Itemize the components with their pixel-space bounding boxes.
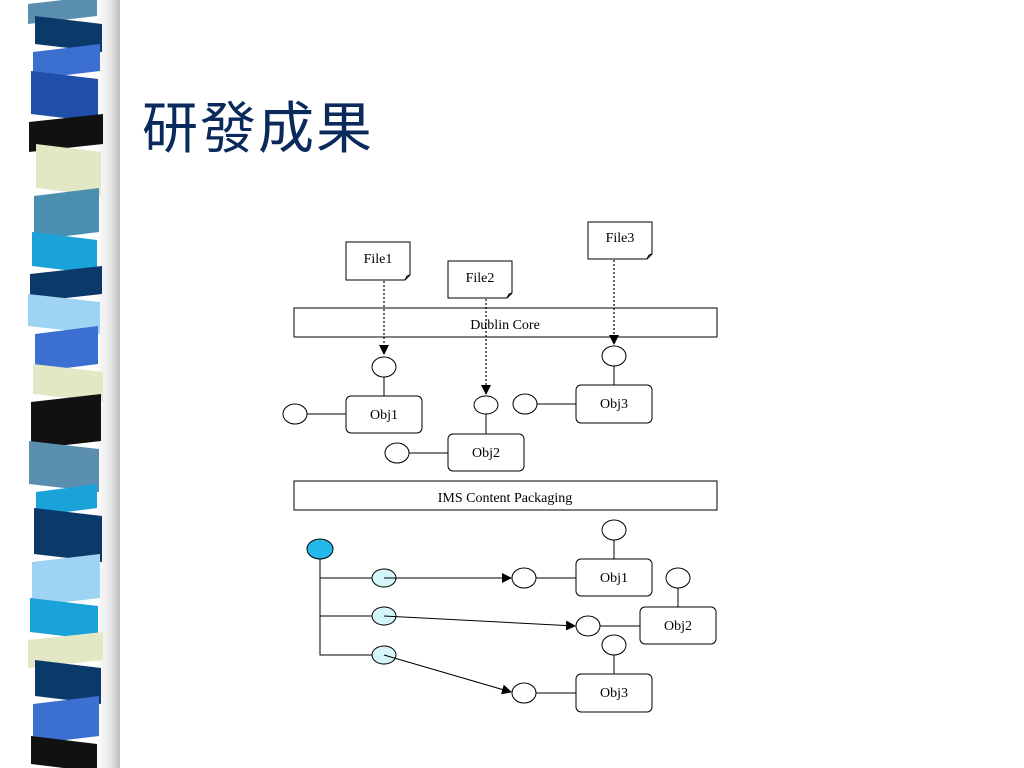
page-title: 研發成果 xyxy=(142,97,374,162)
stripe-band xyxy=(36,144,101,196)
stripe-band xyxy=(35,326,98,372)
ims-bar xyxy=(293,480,718,511)
file-note-1: File1 xyxy=(345,241,411,281)
stripe-band xyxy=(35,660,101,704)
lower-obj2-side-node xyxy=(575,615,601,637)
upper-obj2-label: Obj2 xyxy=(472,446,500,461)
file-label-2: File2 xyxy=(466,271,495,286)
stripe-band xyxy=(34,508,102,562)
decorative-stripe xyxy=(28,0,120,768)
stripe-band xyxy=(30,598,98,640)
stripe-band xyxy=(29,441,99,492)
upper-obj2-side-node xyxy=(384,442,410,464)
lower-obj3-top-node xyxy=(601,634,627,656)
file-label-1: File1 xyxy=(364,252,393,267)
upper-obj3-side-node xyxy=(512,393,538,415)
stripe-band xyxy=(29,114,103,152)
upper-obj3-label: Obj3 xyxy=(600,397,628,412)
file-label-3: File3 xyxy=(606,231,635,246)
stripe-band xyxy=(32,232,97,274)
lower-obj2-label: Obj2 xyxy=(664,619,692,634)
upper-obj1-side-node xyxy=(282,403,308,425)
stripe-band xyxy=(28,632,103,668)
stripe-band xyxy=(35,16,102,52)
upper-obj1-label: Obj1 xyxy=(370,408,398,423)
stripe-band xyxy=(32,554,100,606)
stripe-band xyxy=(31,736,97,768)
lower-obj1-top-node xyxy=(601,519,627,541)
stripe-band xyxy=(33,696,99,744)
stripe-band xyxy=(28,294,100,334)
lower-obj3-label: Obj3 xyxy=(600,686,628,701)
file-note-2: File2 xyxy=(447,260,513,299)
upper-obj1-box xyxy=(345,395,423,434)
upper-obj1-top-node xyxy=(371,356,397,378)
stripe-band xyxy=(33,364,103,402)
lower-obj3-box xyxy=(575,673,653,713)
stripe-band xyxy=(31,394,101,449)
ims-label: IMS Content Packaging xyxy=(438,491,573,506)
lower-obj2-top-node xyxy=(665,567,691,589)
upper-obj2-box xyxy=(447,433,525,472)
item3-arrow xyxy=(383,654,512,695)
file-note-3: File3 xyxy=(587,221,653,260)
root-node xyxy=(306,538,334,560)
stripe-band xyxy=(30,266,102,302)
stripe-band xyxy=(34,188,99,240)
lower-obj1-label: Obj1 xyxy=(600,571,628,586)
upper-obj3-box xyxy=(575,384,653,424)
stripe-band xyxy=(36,484,97,516)
dublin-core-bar xyxy=(293,307,718,338)
lower-obj3-side-node xyxy=(511,682,537,704)
upper-obj3-top-node xyxy=(601,345,627,367)
tree-trunk xyxy=(319,559,372,656)
stripe-band xyxy=(31,71,98,122)
dublin-core-label: Dublin Core xyxy=(470,318,540,333)
item2-arrow xyxy=(383,615,576,631)
upper-obj2-top-node xyxy=(473,395,499,415)
lower-obj2-box xyxy=(639,606,717,645)
lower-obj1-box xyxy=(575,558,653,597)
stripe-band xyxy=(33,44,100,79)
lower-obj1-side-node xyxy=(511,567,537,589)
